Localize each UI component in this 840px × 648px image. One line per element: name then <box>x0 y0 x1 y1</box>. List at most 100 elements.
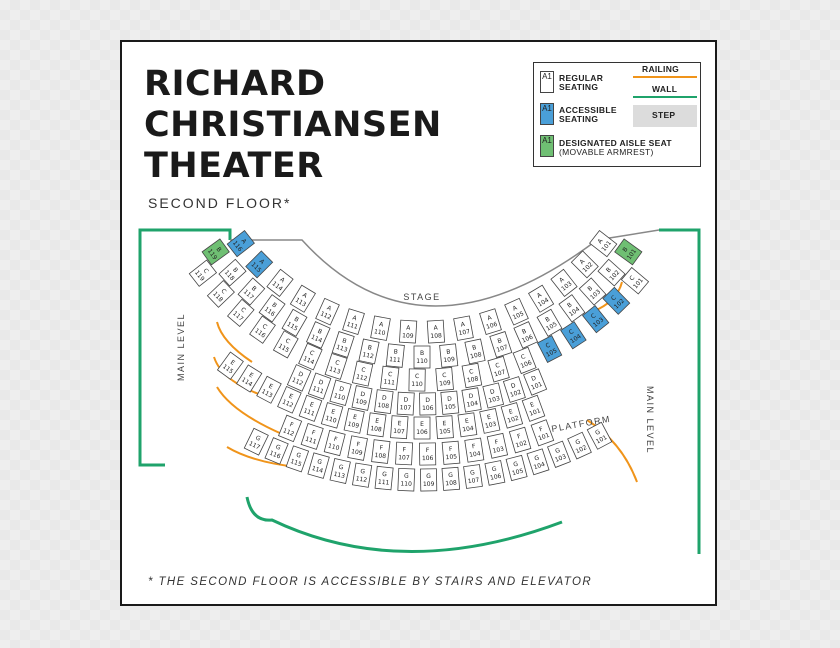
seat-F105[interactable]: F105 <box>441 440 461 465</box>
seat-A116[interactable]: A116 <box>226 229 255 258</box>
seat-G108[interactable]: G108 <box>441 466 461 491</box>
seat-F107[interactable]: F107 <box>395 441 414 466</box>
seat-C106[interactable]: C106 <box>512 346 537 375</box>
seat-E107[interactable]: E107 <box>390 415 409 440</box>
seat-E106[interactable]: E106 <box>413 416 431 440</box>
seat-F101[interactable]: F101 <box>530 419 555 447</box>
seat-C105[interactable]: C105 <box>536 335 563 363</box>
seat-B104[interactable]: B104 <box>558 294 586 323</box>
seat-G107[interactable]: G107 <box>463 464 483 489</box>
seat-C119[interactable]: C119 <box>188 259 218 287</box>
seat-E111[interactable]: E111 <box>298 394 323 422</box>
seat-C107[interactable]: C107 <box>487 355 510 383</box>
seat-C118[interactable]: C118 <box>206 279 235 308</box>
seat-A101[interactable]: A101 <box>589 229 618 258</box>
seat-B109[interactable]: B109 <box>439 343 459 368</box>
seat-A112[interactable]: A112 <box>315 297 340 326</box>
seat-G104[interactable]: G104 <box>526 448 550 476</box>
seat-F102[interactable]: F102 <box>508 426 532 454</box>
seat-C108[interactable]: C108 <box>461 362 483 389</box>
seat-B110[interactable]: B110 <box>413 345 431 369</box>
seat-A114[interactable]: A114 <box>266 268 294 298</box>
seat-E105[interactable]: E105 <box>435 415 454 440</box>
seat-G117[interactable]: G117 <box>243 427 269 456</box>
seat-G116[interactable]: G116 <box>264 437 289 465</box>
seat-D105[interactable]: D105 <box>440 390 460 415</box>
seat-A105[interactable]: A105 <box>504 297 529 326</box>
seat-B102[interactable]: B102 <box>597 258 626 287</box>
seat-E102[interactable]: E102 <box>500 402 524 429</box>
seat-E113[interactable]: E113 <box>256 375 282 404</box>
seat-F108[interactable]: F108 <box>371 439 391 464</box>
seat-G112[interactable]: G112 <box>352 462 373 488</box>
seat-C102[interactable]: C102 <box>602 286 631 315</box>
seat-A103[interactable]: A103 <box>550 268 578 298</box>
seat-A115[interactable]: A115 <box>245 250 274 279</box>
seat-E101[interactable]: E101 <box>521 394 546 422</box>
seat-A106[interactable]: A106 <box>479 308 502 335</box>
seat-A104[interactable]: A104 <box>528 284 555 313</box>
seat-C111[interactable]: C111 <box>380 365 400 391</box>
seat-B114[interactable]: B114 <box>305 321 331 349</box>
seat-B117[interactable]: B117 <box>237 277 266 306</box>
seat-F104[interactable]: F104 <box>464 437 485 463</box>
seat-A102[interactable]: A102 <box>570 250 599 279</box>
seat-C110[interactable]: C110 <box>408 368 426 392</box>
seat-G102[interactable]: G102 <box>567 431 592 460</box>
seat-E104[interactable]: E104 <box>457 412 478 438</box>
seat-E109[interactable]: E109 <box>343 408 365 434</box>
seat-B118[interactable]: B118 <box>218 258 247 287</box>
seat-B119[interactable]: B119 <box>201 238 230 266</box>
seat-G111[interactable]: G111 <box>374 465 394 491</box>
seat-B111[interactable]: B111 <box>385 343 405 368</box>
seat-G103[interactable]: G103 <box>547 440 571 468</box>
seat-G109[interactable]: G109 <box>420 468 438 492</box>
seat-F111[interactable]: F111 <box>300 422 324 450</box>
seat-C103[interactable]: C103 <box>582 304 610 334</box>
seat-B108[interactable]: B108 <box>464 338 486 365</box>
seat-C113[interactable]: C113 <box>324 352 348 380</box>
seat-C117[interactable]: C117 <box>226 298 255 328</box>
seat-D101[interactable]: D101 <box>523 368 548 396</box>
seat-D102[interactable]: D102 <box>502 376 526 403</box>
seat-C101[interactable]: C101 <box>620 266 650 295</box>
seat-E115[interactable]: E115 <box>216 351 244 380</box>
seat-B103[interactable]: B103 <box>578 277 607 306</box>
seat-D109[interactable]: D109 <box>351 385 373 411</box>
seat-G115[interactable]: G115 <box>285 445 310 473</box>
seat-C109[interactable]: C109 <box>435 367 454 392</box>
seat-B105[interactable]: B105 <box>536 308 563 337</box>
seat-B106[interactable]: B106 <box>513 321 539 349</box>
seat-D106[interactable]: D106 <box>419 392 437 416</box>
seat-D112[interactable]: D112 <box>286 364 312 392</box>
seat-F112[interactable]: F112 <box>278 414 303 443</box>
seat-A110[interactable]: A110 <box>370 315 391 341</box>
seat-G110[interactable]: G110 <box>397 467 416 492</box>
seat-D104[interactable]: D104 <box>461 387 482 413</box>
seat-B107[interactable]: B107 <box>489 331 513 358</box>
seat-B112[interactable]: B112 <box>358 338 380 365</box>
seat-A109[interactable]: A109 <box>399 319 418 344</box>
seat-A111[interactable]: A111 <box>342 308 365 335</box>
seat-E110[interactable]: E110 <box>320 402 344 429</box>
seat-F103[interactable]: F103 <box>486 432 509 459</box>
seat-F109[interactable]: F109 <box>347 435 368 461</box>
seat-F110[interactable]: F110 <box>323 429 346 457</box>
seat-A108[interactable]: A108 <box>426 319 445 344</box>
seat-E112[interactable]: E112 <box>277 385 302 414</box>
seat-D111[interactable]: D111 <box>307 372 332 400</box>
seat-D108[interactable]: D108 <box>374 389 394 414</box>
seat-B115[interactable]: B115 <box>281 308 308 337</box>
seat-A113[interactable]: A113 <box>289 284 316 313</box>
seat-G114[interactable]: G114 <box>307 452 330 479</box>
seat-D103[interactable]: D103 <box>482 382 505 409</box>
seat-C114[interactable]: C114 <box>298 342 323 371</box>
seat-B101[interactable]: B101 <box>614 238 643 266</box>
seat-C104[interactable]: C104 <box>560 321 587 350</box>
seat-D107[interactable]: D107 <box>396 391 415 416</box>
seat-E103[interactable]: E103 <box>479 408 501 434</box>
seat-F106[interactable]: F106 <box>419 442 437 466</box>
seat-D110[interactable]: D110 <box>329 379 352 407</box>
seat-C116[interactable]: C116 <box>249 315 276 344</box>
seat-B113[interactable]: B113 <box>331 331 355 358</box>
